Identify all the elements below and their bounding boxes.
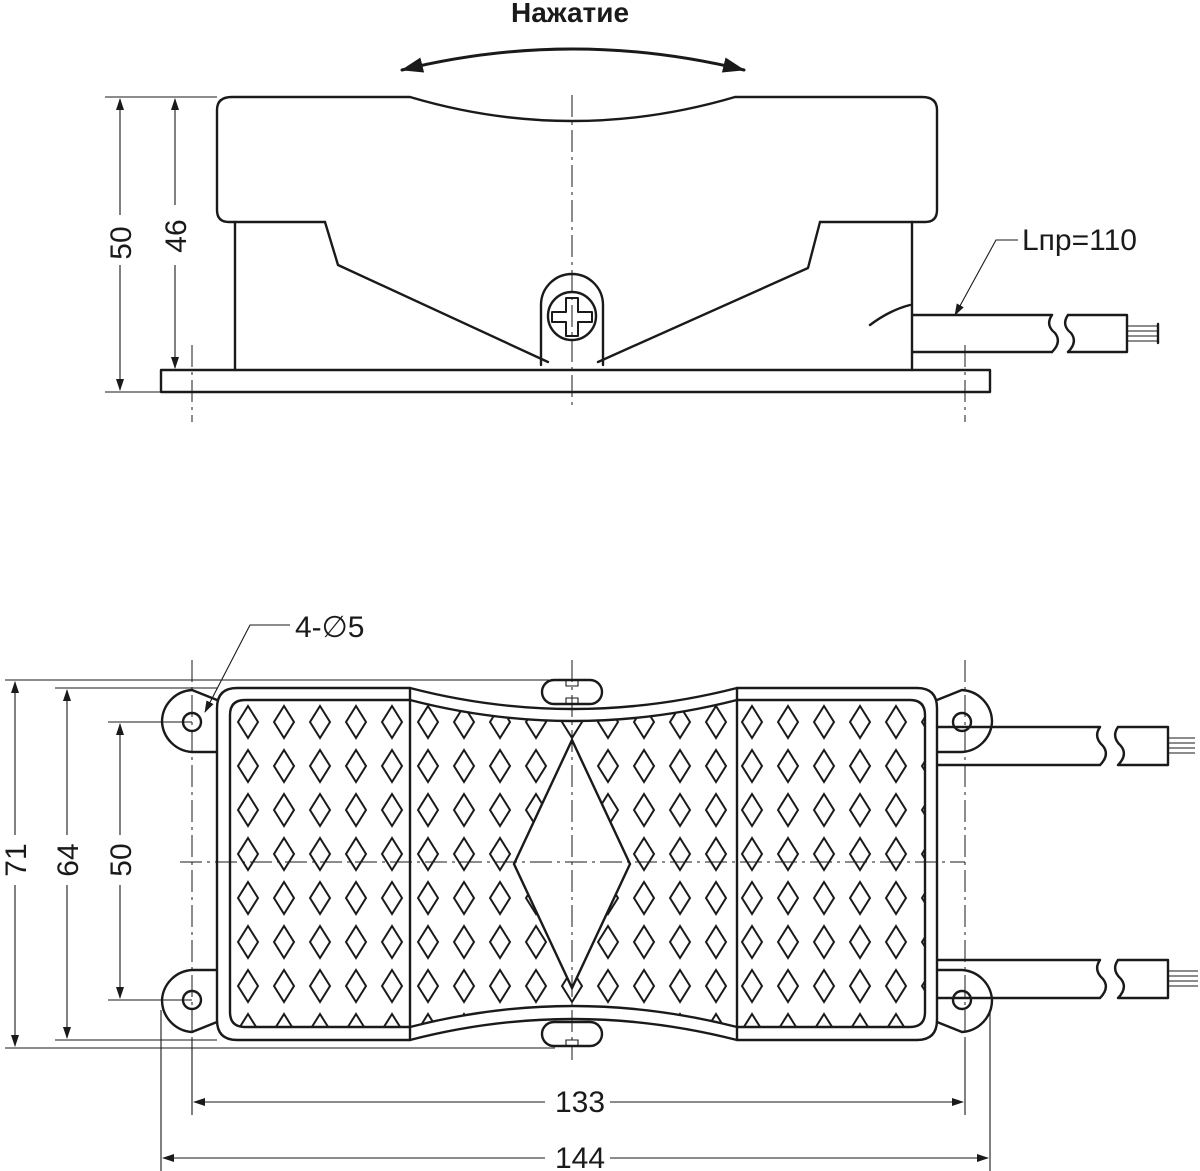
- dim-133: 133: [555, 1086, 605, 1119]
- cable-side: [910, 313, 1160, 354]
- cable-bottom: [935, 958, 1198, 1000]
- pad-outline: [228, 698, 927, 1029]
- cable-length-label: Lпр=110: [1022, 224, 1137, 257]
- cable-top: [935, 725, 1195, 767]
- side-view: Нажатие Lпр=110 50 46: [105, 0, 1160, 422]
- holes-label: 4-∅5: [295, 611, 365, 644]
- pedal-v-right: [596, 220, 822, 364]
- dim-50: 50: [105, 843, 138, 876]
- dim-body-height: 46: [160, 219, 193, 252]
- mount-hole: [951, 711, 973, 733]
- press-arrow: [400, 47, 746, 73]
- housing: [233, 220, 914, 372]
- dim-total-height: 50: [105, 226, 138, 259]
- dim-144: 144: [555, 1142, 605, 1171]
- base-plate: [159, 368, 992, 394]
- dim-71: 71: [0, 843, 33, 876]
- top-view: 71 64 50 133 144 4-∅5: [0, 611, 1198, 1171]
- holes-leader: [204, 624, 290, 713]
- pedal-v-left: [323, 220, 550, 364]
- press-label: Нажатие: [511, 0, 629, 28]
- grip-pattern: [230, 700, 925, 1027]
- dim-64: 64: [52, 843, 85, 876]
- pedal-outline: [215, 686, 939, 1042]
- cable-leader: [954, 239, 1018, 316]
- pedal-top: [215, 95, 939, 224]
- mount-hole: [951, 989, 973, 1011]
